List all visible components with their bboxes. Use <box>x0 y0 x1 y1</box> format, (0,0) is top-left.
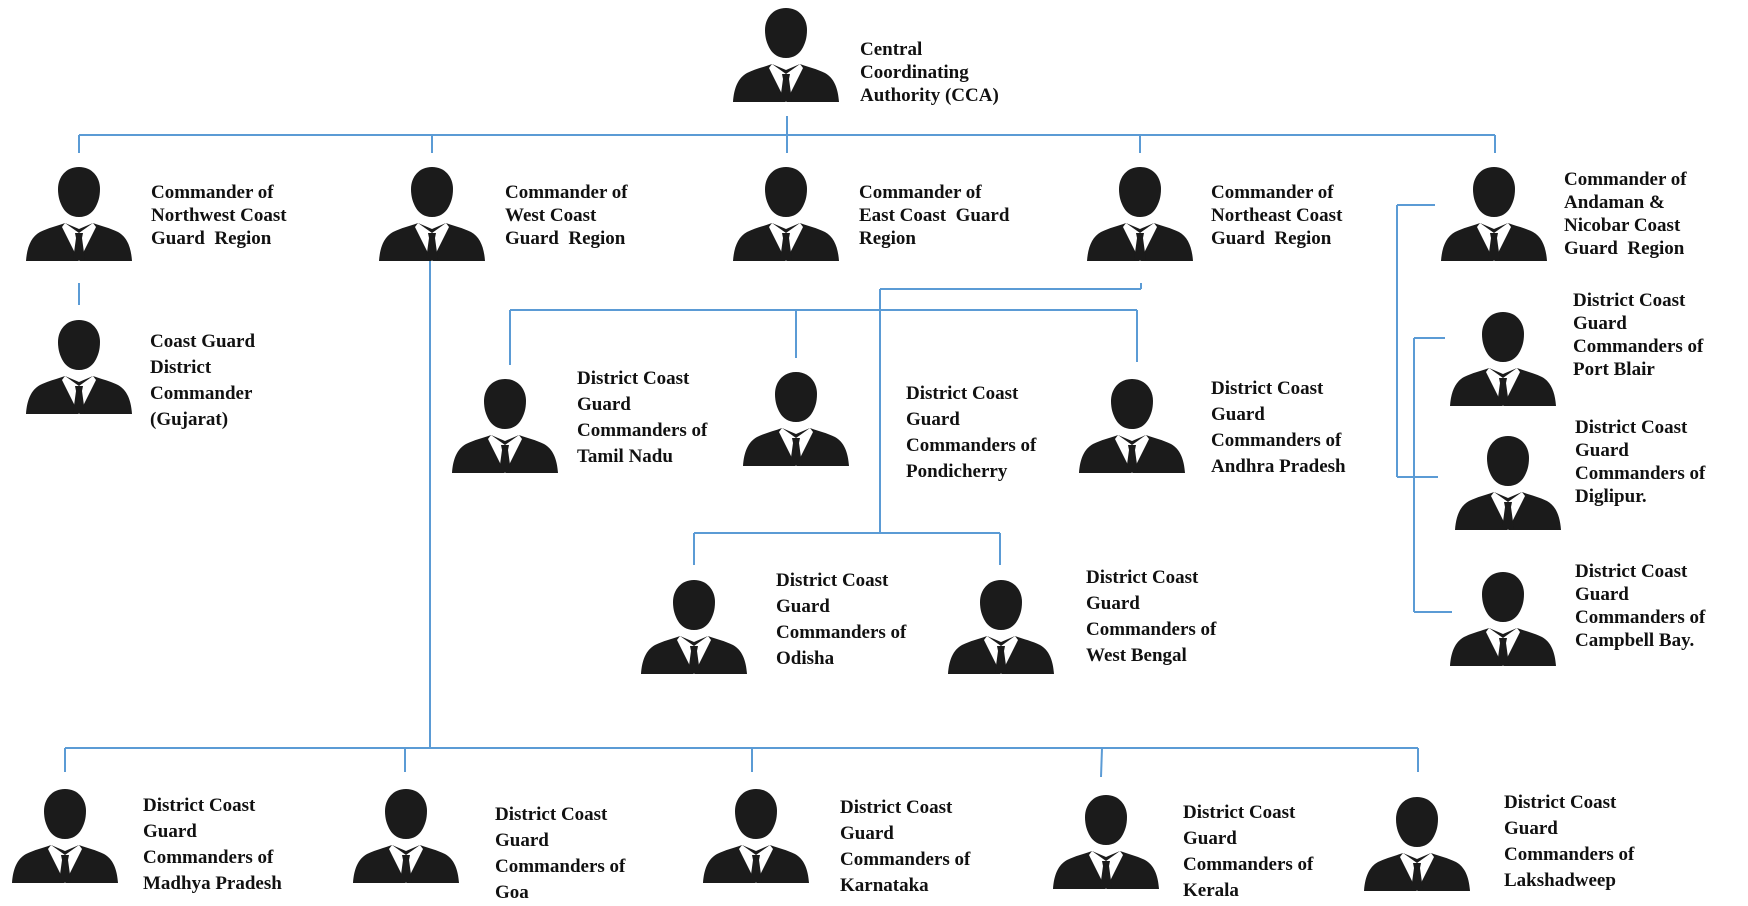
district-label: District Coast Guard Commanders of Laksh… <box>1504 792 1635 891</box>
person-icon <box>353 787 459 883</box>
district-label: District Coast Guard Commanders of Goa <box>495 804 626 903</box>
person-icon <box>26 318 132 414</box>
district-label: District Coast Guard Commanders of Karna… <box>840 797 971 896</box>
person-icon <box>452 377 558 473</box>
district-label: District Coast Guard Commanders of Andhr… <box>1211 378 1346 477</box>
district-label: District Coast Guard Commanders of Odish… <box>776 570 907 669</box>
person-icon <box>703 787 809 883</box>
person-icon <box>1079 377 1185 473</box>
region-label: Commander of Northwest Coast Guard Regio… <box>151 182 287 249</box>
person-icon <box>743 370 849 466</box>
person-icon <box>26 165 132 261</box>
region-label: Commander of East Coast Guard Region <box>859 182 1010 249</box>
region-label: Commander of Andaman & Nicobar Coast Gua… <box>1564 169 1687 259</box>
person-icon <box>1364 795 1470 891</box>
district-label: Coast Guard District Commander (Gujarat) <box>150 331 256 430</box>
person-icon <box>1450 310 1556 406</box>
district-label: District Coast Guard Commanders of Pondi… <box>906 383 1037 482</box>
person-icon <box>1455 434 1561 530</box>
district-label: District Coast Guard Commanders of Digli… <box>1575 417 1706 507</box>
person-icon <box>379 165 485 261</box>
district-label: District Coast Guard Commanders of Madhy… <box>143 795 282 894</box>
person-icon <box>948 578 1054 674</box>
person-icon <box>641 578 747 674</box>
connector-kerala-drop <box>1100 747 1103 778</box>
person-icon <box>1087 165 1193 261</box>
district-label: District Coast Guard Commanders of Keral… <box>1183 802 1314 901</box>
root-label: Central Coordinating Authority (CCA) <box>860 39 999 106</box>
person-icon <box>1053 793 1159 889</box>
district-label: District Coast Guard Commanders of Port … <box>1573 290 1704 380</box>
district-label: District Coast Guard Commanders of West … <box>1086 567 1217 666</box>
person-icon <box>1441 165 1547 261</box>
district-label: District Coast Guard Commanders of Tamil… <box>577 368 708 467</box>
person-icon <box>12 787 118 883</box>
person-icon <box>733 6 839 102</box>
region-label: Commander of Northeast Coast Guard Regio… <box>1211 182 1343 249</box>
district-label: District Coast Guard Commanders of Campb… <box>1575 561 1706 651</box>
region-label: Commander of West Coast Guard Region <box>505 182 628 249</box>
person-icon <box>733 165 839 261</box>
person-icon <box>1450 570 1556 666</box>
